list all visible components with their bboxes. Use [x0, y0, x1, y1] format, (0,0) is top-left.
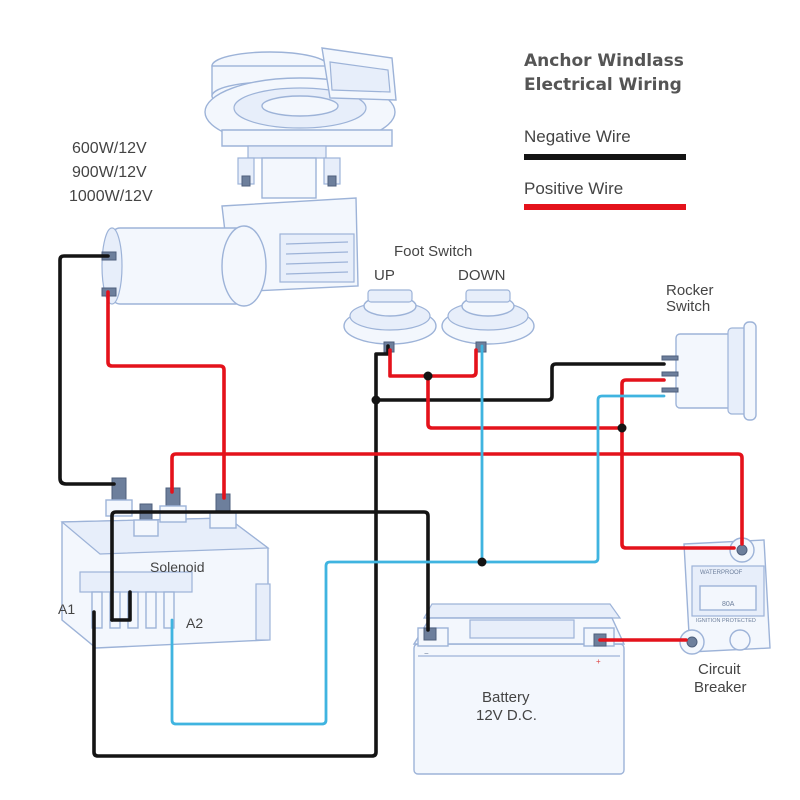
svg-text:+: +: [596, 657, 601, 666]
foot-switch-down-label: DOWN: [458, 267, 506, 284]
negative-wire-solenoid-battery: [110, 510, 430, 632]
battery-label-line2: 12V D.C.: [476, 707, 537, 724]
negative-wire-motor-solenoid: [58, 254, 116, 486]
negative-wire-solenoid-a1: [110, 590, 132, 622]
negative-wire-rocker-top: [374, 362, 666, 402]
positive-wire-rocker-breaker: [620, 378, 736, 550]
svg-text:−: −: [424, 649, 429, 658]
foot-switch-label: Foot Switch: [394, 243, 472, 260]
breaker-plate-waterproof: WATERPROOF: [700, 570, 743, 576]
battery: − +: [412, 603, 626, 775]
negative-wire-footswitch-up: [374, 344, 390, 402]
foot-switch-up-label: UP: [374, 267, 395, 284]
rocker-switch[interactable]: [661, 321, 757, 421]
windlass-rating-900w: 900W/12V: [72, 164, 147, 181]
junction-positive-1: [423, 371, 433, 381]
solenoid-a1-label: A1: [58, 601, 75, 617]
anchor-windlass: [101, 47, 397, 307]
positive-wire-solenoid-breaker: [170, 452, 744, 546]
battery-negative-terminal: [423, 627, 437, 641]
signal-wire-rocker: [480, 394, 666, 564]
rocker-switch-label-line2: Switch: [666, 298, 710, 315]
windlass-rating-1000w: 1000W/12V: [69, 188, 153, 205]
circuit-breaker-label-line1: Circuit: [698, 661, 741, 678]
positive-wire-footswitch-loop: [388, 348, 478, 378]
junction-negative: [371, 395, 381, 405]
circuit-breaker-label-line2: Breaker: [694, 679, 747, 696]
rocker-switch-label-line1: Rocker: [666, 282, 714, 299]
foot-switch-down[interactable]: [441, 289, 535, 353]
legend-negative-label: Negative Wire: [524, 127, 631, 146]
signal-wire-a2: [170, 560, 484, 726]
breaker-plate-ignition: IGNITION PROTECTED: [696, 618, 756, 624]
battery-label-line1: Battery: [482, 689, 530, 706]
positive-wire-motor-solenoid: [106, 290, 226, 500]
positive-wire-rocker-feed: [426, 374, 622, 430]
junction-positive-2: [617, 423, 627, 433]
solenoid-a2-label: A2: [186, 615, 203, 631]
solenoid-label: Solenoid: [150, 559, 205, 575]
windlass-rating-600w: 600W/12V: [72, 140, 147, 157]
breaker-plate-rating: 80A: [722, 601, 735, 608]
diagram-title-line2: Electrical Wiring: [524, 75, 682, 95]
solenoid-post-1: [111, 477, 127, 503]
diagram-title-line1: Anchor Windlass: [524, 51, 684, 71]
circuit-breaker[interactable]: WATERPROOF 80A IGNITION PROTECTED: [679, 537, 771, 655]
negative-wire-a1-loop: [92, 398, 378, 758]
junction-signal: [477, 557, 487, 567]
foot-switch-up[interactable]: [343, 289, 437, 353]
legend-positive-label: Positive Wire: [524, 179, 623, 198]
